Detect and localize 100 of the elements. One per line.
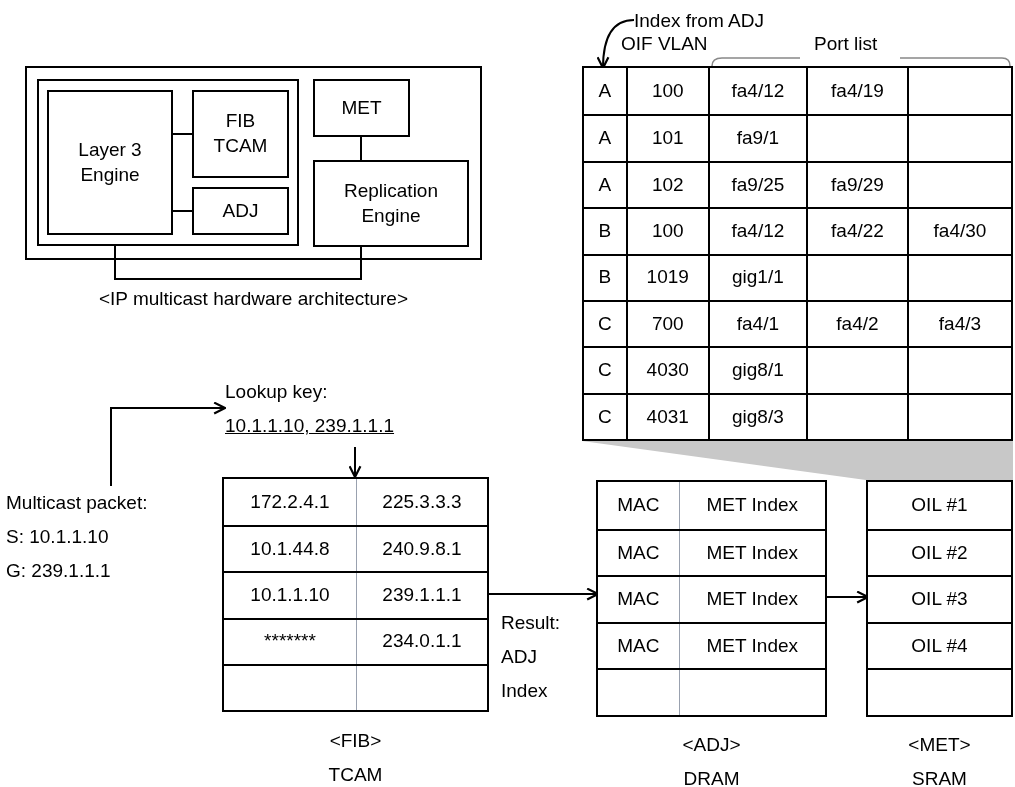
column-header: OIF VLAN <box>621 32 708 56</box>
arrow <box>110 401 227 487</box>
table-entry: A <box>597 78 613 103</box>
table-entry: fa9/1 <box>707 116 806 161</box>
annotation-text: S: 10.1.1.10 <box>6 525 109 549</box>
connector-line <box>360 136 362 161</box>
annotation-text: Lookup key: <box>225 380 328 404</box>
table-row <box>598 668 825 715</box>
table-entry: 101 <box>625 116 708 161</box>
column-header: Port list <box>814 32 878 56</box>
table-row <box>224 663 487 710</box>
table-entry: 172.2.4.1 <box>249 489 331 514</box>
table-entry: 100 <box>625 209 708 254</box>
table-entry: A <box>597 172 613 197</box>
table-entry: fa4/2 <box>805 301 907 347</box>
table-entry: C <box>596 311 613 336</box>
arrow <box>348 446 362 479</box>
annotation-text: G: 239.1.1.1 <box>6 559 111 583</box>
table-entry: 240.9.8.1 <box>356 527 487 572</box>
table-entry: gig8/3 <box>707 394 806 439</box>
table-entry: MAC <box>616 587 661 612</box>
memory-table <box>596 480 827 717</box>
caption-text: <ADJ> <box>682 733 741 757</box>
table-row <box>584 253 1011 300</box>
table-entry: C <box>596 404 613 429</box>
table-entry: gig8/1 <box>707 348 806 393</box>
table-entry: fa4/30 <box>906 209 1011 254</box>
table-entry: ******* <box>263 629 317 654</box>
table-entry: MET Index <box>678 530 825 576</box>
enclosure-box <box>25 66 482 260</box>
annotation-text: Index from ADJ <box>634 9 764 33</box>
table-entry: fa4/22 <box>805 209 907 254</box>
caption-text: DRAM <box>683 767 740 787</box>
table-entry: B <box>597 219 613 244</box>
table-row <box>598 528 825 576</box>
table-entry: OIL #4 <box>910 633 969 658</box>
memory-table <box>582 66 1013 441</box>
component-box <box>192 187 289 235</box>
table-entry: OIL #2 <box>910 540 969 565</box>
table-entry: 102 <box>625 162 708 208</box>
caption-text: TCAM <box>328 763 383 787</box>
table-entry: fa4/3 <box>906 301 1011 347</box>
table-entry: 10.1.44.8 <box>249 537 331 562</box>
table-row <box>584 207 1011 254</box>
table-entry: 4030 <box>625 348 708 393</box>
caption-text: SRAM <box>912 767 967 787</box>
component-label: MET <box>340 95 383 120</box>
table-entry: C <box>596 358 613 383</box>
component-box <box>192 90 289 178</box>
table-entry: 239.1.1.1 <box>356 573 487 618</box>
table-row <box>584 392 1011 439</box>
enclosure-box <box>37 79 299 246</box>
table-entry: 700 <box>625 301 708 347</box>
table-entry: fa9/29 <box>805 162 907 208</box>
table-row <box>598 621 825 669</box>
table-entry: 1019 <box>625 255 708 300</box>
table-row <box>584 346 1011 393</box>
caption-text: <FIB> <box>329 729 382 753</box>
connector-line <box>172 210 193 212</box>
table-entry: OIL #3 <box>910 587 969 612</box>
component-label: ADJ <box>221 198 260 223</box>
table-row <box>224 571 487 618</box>
table-entry: MET Index <box>678 482 825 529</box>
table-row <box>224 525 487 572</box>
table-row <box>584 114 1011 161</box>
memory-table <box>222 477 489 712</box>
table-entry: 234.0.1.1 <box>356 619 487 664</box>
annotation-text: 10.1.1.10, 239.1.1.1 <box>225 414 395 438</box>
table-entry: B <box>597 265 613 290</box>
table-entry: MET Index <box>678 577 825 622</box>
table-entry: fa4/19 <box>805 68 907 115</box>
table-entry: 100 <box>625 68 708 115</box>
table-entry: 225.3.3.3 <box>356 479 487 526</box>
component-box <box>313 160 469 247</box>
table-entry: fa4/12 <box>707 209 806 254</box>
component-box <box>313 79 410 137</box>
table-entry: 4031 <box>625 394 708 439</box>
caption-text: <IP multicast hardware architecture> <box>98 287 409 311</box>
annotation-text: Multicast packet: <box>6 491 148 515</box>
component-box <box>47 90 173 235</box>
caption-text: <MET> <box>908 733 971 757</box>
table-row <box>584 299 1011 347</box>
table-entry: MAC <box>616 493 661 518</box>
table-row <box>224 617 487 664</box>
component-label: Replication Engine <box>343 178 439 228</box>
table-row <box>584 160 1011 208</box>
table-row <box>598 575 825 622</box>
component-label: Layer 3 Engine <box>77 137 143 187</box>
table-entry: MAC <box>616 633 661 658</box>
memory-table <box>866 480 1013 717</box>
table-entry: fa9/25 <box>707 162 806 208</box>
connector-line <box>114 245 362 280</box>
table-entry: gig1/1 <box>707 255 806 300</box>
table-entry: MET Index <box>678 623 825 669</box>
table-entry: OIL #1 <box>910 493 969 518</box>
table-entry: fa4/12 <box>707 68 806 115</box>
table-entry: fa4/1 <box>707 301 806 347</box>
table-entry: 10.1.1.10 <box>249 583 331 608</box>
connector-line <box>172 133 193 135</box>
table-entry: MAC <box>616 540 661 565</box>
